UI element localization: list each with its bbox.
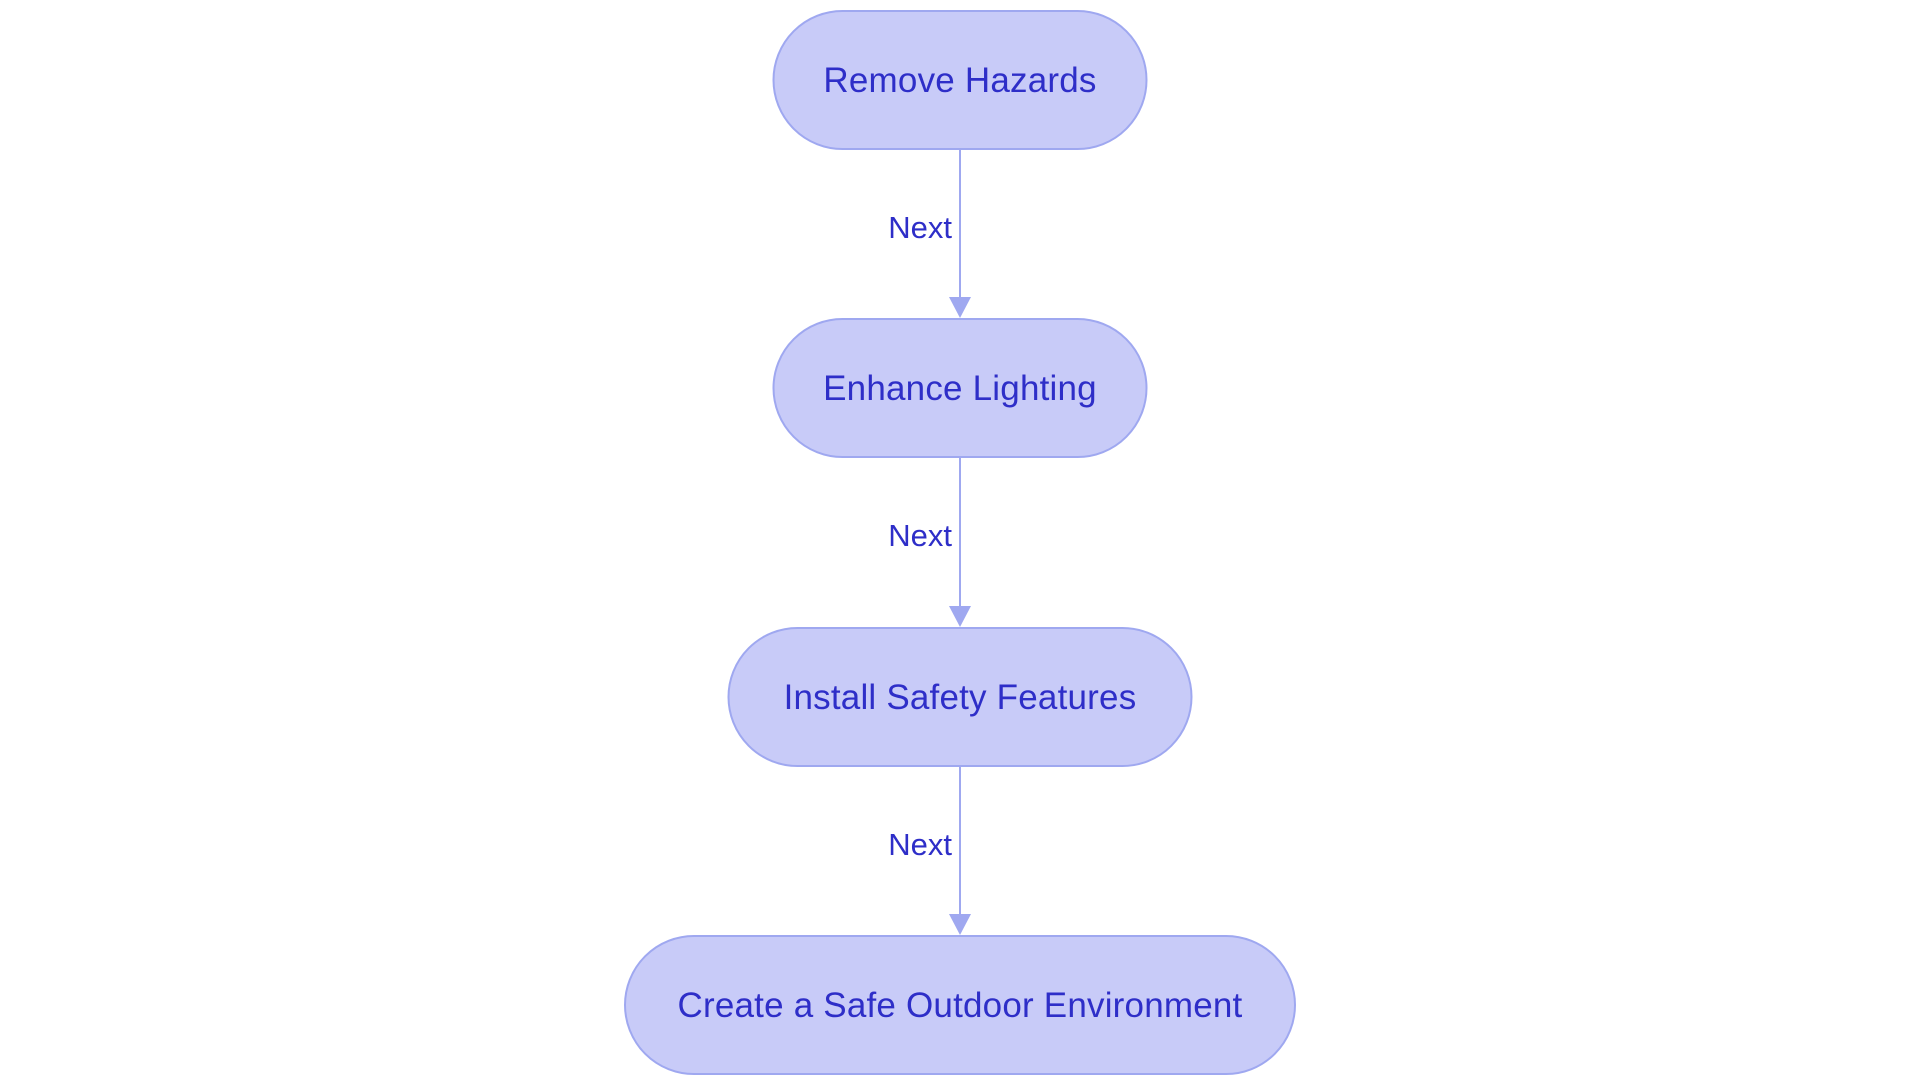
- node-label: Remove Hazards: [823, 60, 1097, 100]
- arrow-down-icon: [949, 914, 971, 935]
- edge-line: [959, 458, 961, 606]
- flowchart-node-enhance-lighting[interactable]: Enhance Lighting: [772, 318, 1148, 458]
- edge-label: Next: [886, 210, 956, 245]
- flowchart-edge-1: Next: [840, 458, 1080, 627]
- edge-line: [959, 150, 961, 297]
- edge-label: Next: [886, 827, 956, 862]
- arrow-down-icon: [949, 606, 971, 627]
- flowchart-edge-2: Next: [840, 767, 1080, 935]
- arrow-down-icon: [949, 297, 971, 318]
- flowchart-node-remove-hazards[interactable]: Remove Hazards: [772, 10, 1148, 150]
- flowchart-edge-0: Next: [840, 150, 1080, 318]
- edge-label: Next: [886, 518, 956, 553]
- node-label: Enhance Lighting: [823, 368, 1097, 408]
- edge-line: [959, 767, 961, 914]
- flowchart-node-create-safe-outdoor-environment[interactable]: Create a Safe Outdoor Environment: [624, 935, 1296, 1075]
- node-label: Install Safety Features: [783, 677, 1137, 717]
- node-label: Create a Safe Outdoor Environment: [677, 985, 1243, 1025]
- flowchart-node-install-safety-features[interactable]: Install Safety Features: [727, 627, 1193, 767]
